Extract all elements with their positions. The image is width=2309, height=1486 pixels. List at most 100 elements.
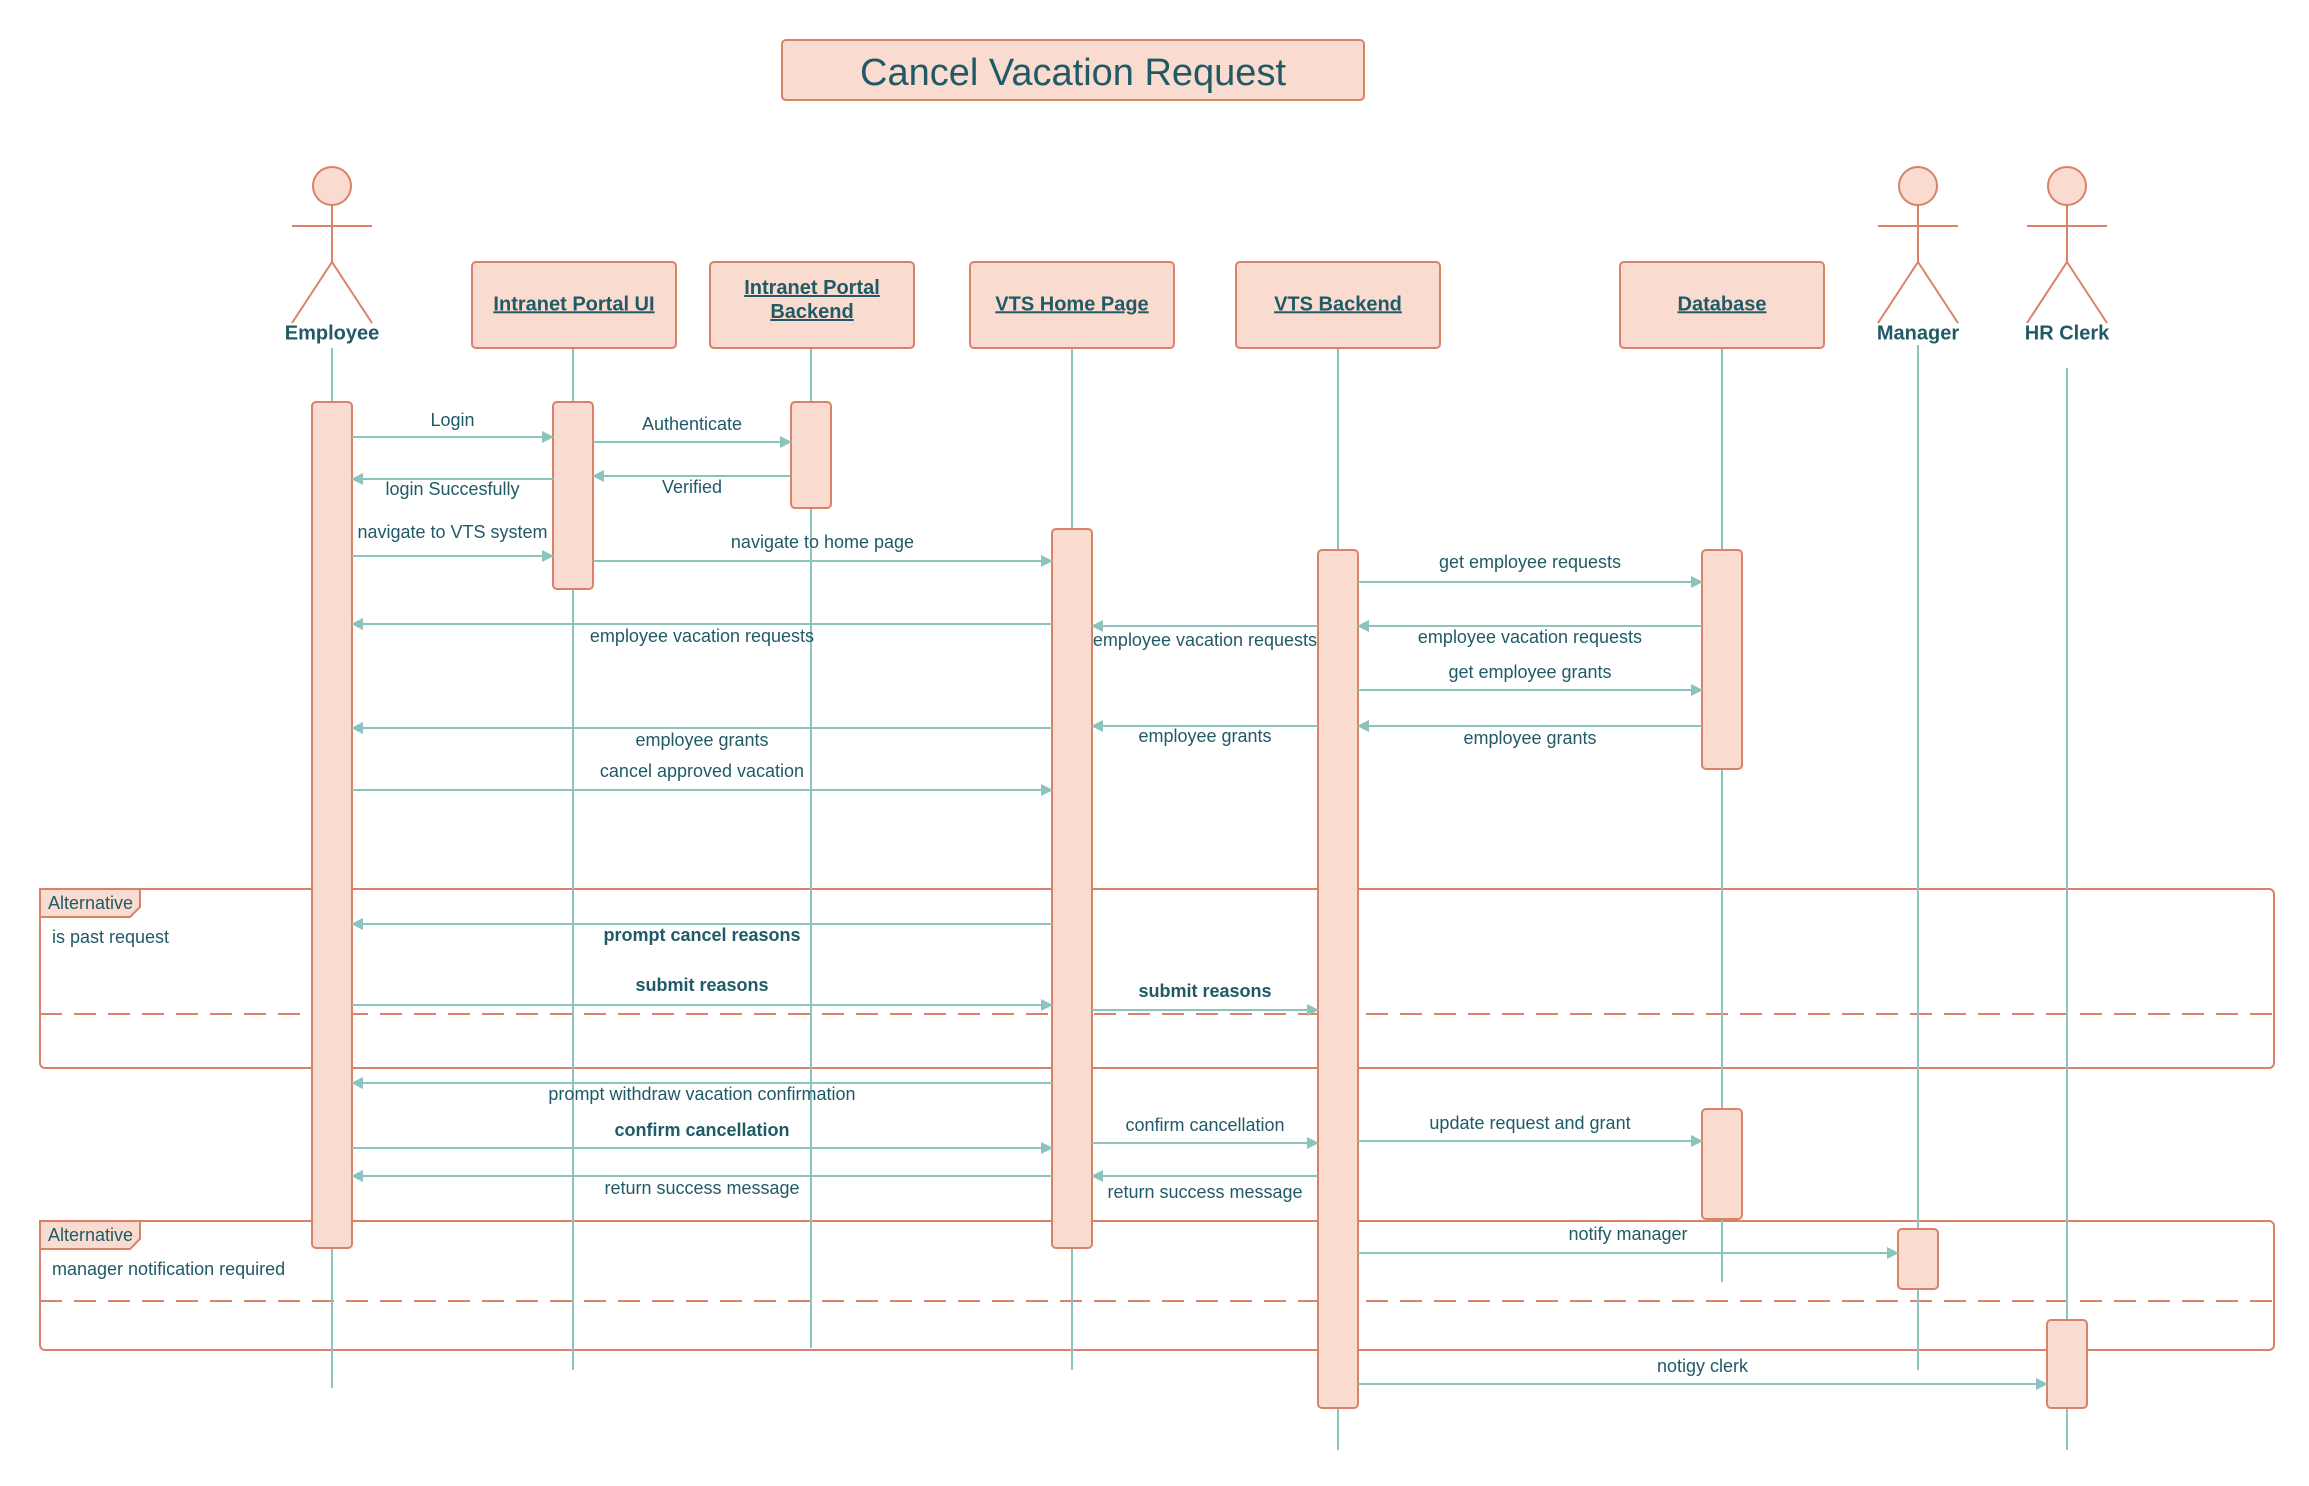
- message-label: submit reasons: [1138, 981, 1271, 1001]
- message-label: notigy clerk: [1657, 1356, 1749, 1376]
- activations-layer: [311, 401, 2088, 1409]
- message: notify manager: [1358, 1224, 1899, 1259]
- message-label: prompt withdraw vacation confirmation: [548, 1084, 855, 1104]
- message: cancel approved vacation: [352, 761, 1053, 796]
- message-label: employee vacation requests: [590, 626, 814, 646]
- message-label: confirm cancellation: [1125, 1115, 1284, 1135]
- participant-manager: Manager: [1877, 166, 1959, 344]
- message: employee vacation requests: [1357, 620, 1702, 647]
- message: prompt withdraw vacation confirmation: [351, 1077, 1052, 1104]
- message: get employee grants: [1358, 662, 1703, 696]
- message-label: employee grants: [1138, 726, 1271, 746]
- message-label: return success message: [1107, 1182, 1302, 1202]
- participant-portal-ui: Intranet Portal UI: [471, 261, 677, 349]
- message-label: get employee grants: [1448, 662, 1611, 682]
- message-label: login Succesfully: [385, 479, 519, 499]
- message-label: prompt cancel reasons: [603, 925, 800, 945]
- activation-bar: [790, 401, 832, 509]
- message: employee grants: [1357, 720, 1702, 748]
- actor-head: [312, 166, 352, 206]
- alt-fragment-frame: [39, 1220, 2275, 1351]
- activation-bar: [1317, 549, 1359, 1409]
- message: notigy clerk: [1358, 1356, 2048, 1390]
- activation-bar: [1051, 528, 1093, 1249]
- message-label: Authenticate: [642, 414, 742, 434]
- message-label: employee vacation requests: [1093, 630, 1317, 650]
- actor-label: HR Clerk: [2025, 322, 2110, 344]
- alt-fragment-condition: is past request: [52, 927, 169, 947]
- message-label: employee vacation requests: [1418, 627, 1642, 647]
- message: employee grants: [1091, 720, 1318, 746]
- participant-label-line: Intranet Portal: [744, 277, 880, 299]
- message: navigate to VTS system: [352, 522, 554, 562]
- actor-head: [1898, 166, 1938, 206]
- activation-bar: [311, 401, 353, 1249]
- message-label: cancel approved vacation: [600, 761, 804, 781]
- message: Authenticate: [593, 414, 792, 448]
- actor-stick-figure-icon: [291, 166, 373, 324]
- message: submit reasons: [352, 975, 1053, 1011]
- message-label: submit reasons: [635, 975, 768, 995]
- message-label: return success message: [604, 1178, 799, 1198]
- message: update request and grant: [1358, 1113, 1703, 1147]
- message: return success message: [351, 1170, 1052, 1198]
- participant-label-line: Backend: [770, 301, 853, 323]
- participant-vts-backend: VTS Backend: [1235, 261, 1441, 349]
- activation-bar: [1701, 549, 1743, 770]
- diagram-title-text: Cancel Vacation Request: [860, 52, 1286, 94]
- actor-right-leg: [2066, 261, 2108, 324]
- message: prompt cancel reasons: [351, 918, 1052, 945]
- diagram-title: Cancel Vacation Request: [781, 39, 1365, 101]
- fragments-layer: Alternative is past requestAlternativeman…: [39, 888, 2275, 1351]
- alt-fragment-tag-box: [39, 1220, 141, 1250]
- message-label: Login: [430, 410, 474, 430]
- message-label: confirm cancellation: [614, 1120, 789, 1140]
- message-label: navigate to VTS system: [357, 522, 547, 542]
- actor-right-leg: [1917, 261, 1959, 324]
- message-label: update request and grant: [1429, 1113, 1630, 1133]
- participant-vts-home: VTS Home Page: [969, 261, 1175, 349]
- message-label: notify manager: [1568, 1224, 1687, 1244]
- message: employee vacation requests: [1091, 620, 1318, 650]
- participant-box: [1235, 261, 1441, 349]
- alt-fragment-tag-box: [39, 888, 141, 918]
- message-label: employee grants: [635, 730, 768, 750]
- message: return success message: [1091, 1170, 1318, 1202]
- actor-left-leg: [291, 261, 333, 324]
- actor-left-leg: [2026, 261, 2068, 324]
- message: login Succesfully: [351, 473, 553, 499]
- participant-box: [709, 261, 915, 349]
- actor-label: Manager: [1877, 322, 1959, 344]
- actor-left-leg: [1877, 261, 1919, 324]
- participant-employee: Employee: [285, 166, 379, 344]
- message-label: employee grants: [1463, 728, 1596, 748]
- message: confirm cancellation: [352, 1120, 1053, 1154]
- message-label: Verified: [662, 477, 722, 497]
- participant-label: Database: [1678, 293, 1767, 315]
- participant-hr-clerk: HR Clerk: [2025, 166, 2110, 344]
- participant-label: VTS Backend: [1274, 293, 1402, 315]
- activation-bar: [1897, 1228, 1939, 1290]
- alt-fragment-frame: [39, 888, 2275, 1069]
- message: employee grants: [351, 722, 1052, 750]
- actor-stick-figure-icon: [2026, 166, 2108, 324]
- message: submit reasons: [1092, 981, 1319, 1016]
- message-label: navigate to home page: [731, 532, 914, 552]
- participant-label: VTS Home Page: [995, 293, 1148, 315]
- actor-right-leg: [331, 261, 373, 324]
- message: Verified: [592, 470, 791, 497]
- activation-bar: [2046, 1319, 2088, 1409]
- actor-stick-figure-icon: [1877, 166, 1959, 324]
- participant-box: [471, 261, 677, 349]
- participant-database: Database: [1619, 261, 1825, 349]
- participant-label: Intranet Portal UI: [493, 293, 654, 315]
- alt-fragment-tag: Alternative: [48, 1225, 133, 1245]
- participant-box: [969, 261, 1175, 349]
- message: get employee requests: [1358, 552, 1703, 588]
